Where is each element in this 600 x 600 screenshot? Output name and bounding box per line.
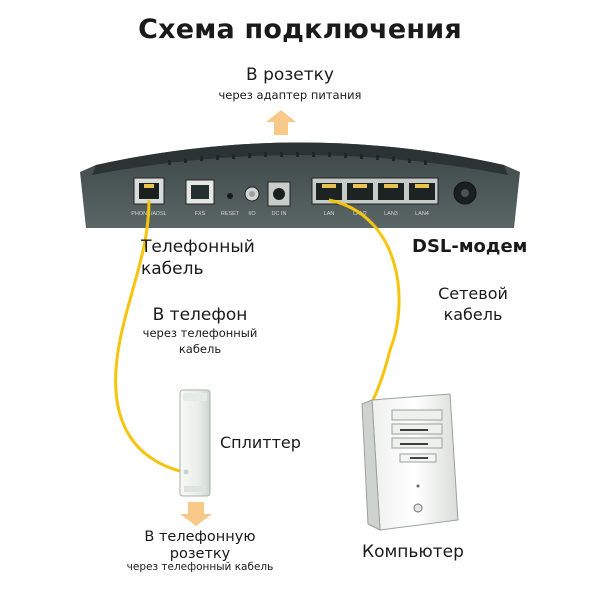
port-adsl — [133, 177, 165, 205]
port-label-lan1: LAN — [324, 211, 335, 217]
to-socket-sub: через телефонный кабель — [126, 561, 274, 573]
splitter-device — [179, 389, 211, 497]
network-cable-label-line1: Сетевой — [438, 284, 508, 303]
port-label-dcin: DC IN — [272, 211, 287, 217]
to-socket-line1: В телефонную — [144, 529, 256, 545]
computer-label: Компьютер — [362, 542, 464, 562]
to-phone-label: В телефон — [152, 305, 248, 325]
to-phone-sub2: кабель — [178, 342, 222, 356]
port-fxs — [185, 179, 215, 205]
port-label-io: I/O — [248, 211, 256, 217]
socket-arrow — [180, 502, 212, 526]
phone-cable-label-line2: кабель — [141, 259, 204, 279]
power-switch-icon — [244, 186, 260, 202]
port-label-lan4: LAN4 — [415, 211, 429, 217]
dsl-modem: PHONE/ADSL FXS RESET I/O DC IN LAN LAN2 … — [80, 142, 520, 228]
vent-holes — [168, 152, 427, 165]
power-arrow — [266, 110, 296, 135]
to-socket-line2: розетку — [169, 546, 231, 562]
to-phone-sub1: через телефонный — [142, 326, 258, 340]
reset-hole — [227, 193, 233, 199]
port-dc-in — [267, 181, 291, 207]
network-cable-label-line2: кабель — [443, 305, 503, 324]
network-cable — [328, 198, 401, 403]
power-sublabel: через адаптер питания — [218, 88, 362, 102]
port-label-lan3: LAN3 — [384, 211, 398, 217]
computer-tower — [361, 393, 459, 531]
splitter-label: Сплиттер — [220, 433, 301, 452]
phone-cable-label-line1: Телефонный — [141, 237, 255, 257]
port-label-fxs: FXS — [195, 211, 206, 217]
modem-name: DSL-модем — [412, 236, 528, 257]
phone-cable — [114, 199, 184, 474]
diagram-title: Схема подключения — [138, 14, 462, 45]
power-label: В розетку — [246, 65, 334, 85]
port-label-reset: RESET — [221, 211, 240, 217]
antenna-connector-icon — [453, 181, 477, 205]
